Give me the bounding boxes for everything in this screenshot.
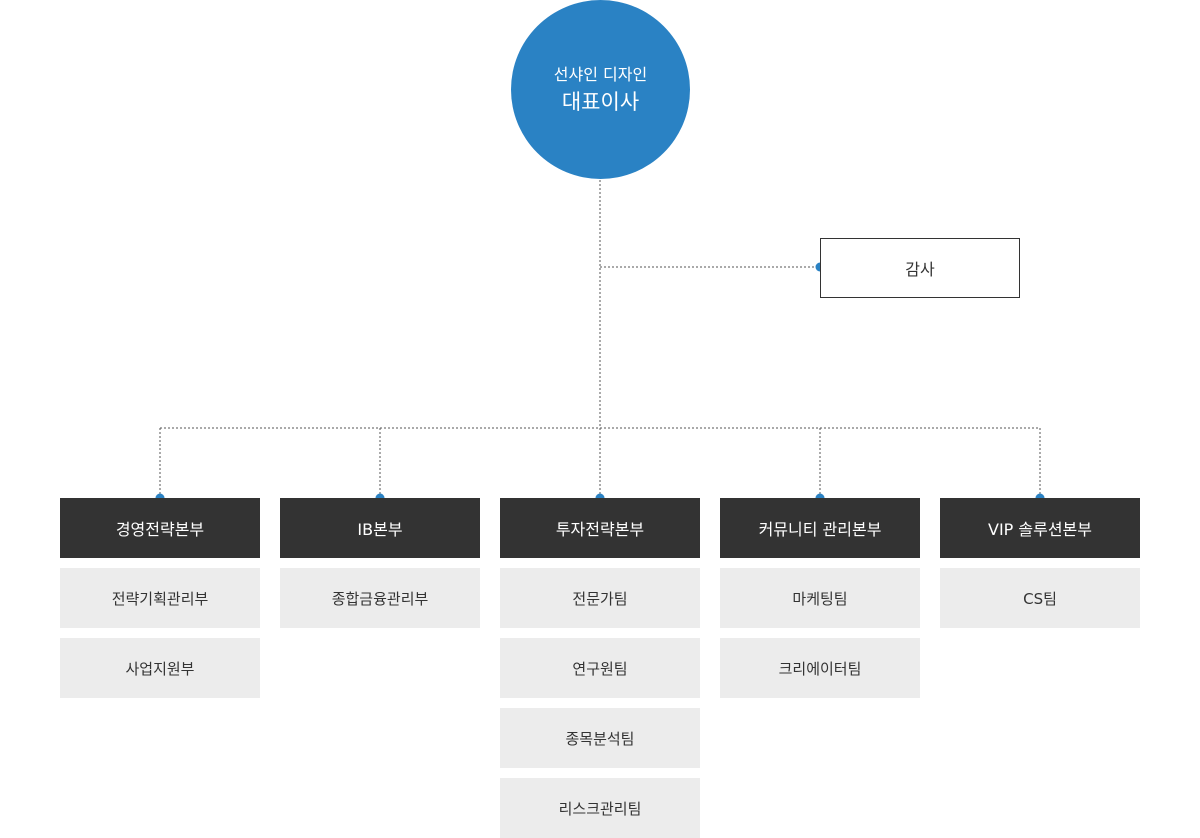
division-column: IB본부 종합금융관리부 (280, 498, 480, 628)
team-box: 리스크관리팀 (500, 778, 700, 838)
team-box: 연구원팀 (500, 638, 700, 698)
team-box: 종목분석팀 (500, 708, 700, 768)
team-name: 마케팅팀 (792, 589, 848, 608)
team-name: 전략기획관리부 (111, 589, 209, 608)
team-name: 연구원팀 (572, 659, 628, 678)
division-name: VIP 솔루션본부 (988, 520, 1092, 539)
division-column: 투자전략본부 전문가팀 연구원팀 종목분석팀 리스크관리팀 (500, 498, 700, 838)
team-box: 종합금융관리부 (280, 568, 480, 628)
division-name: 경영전략본부 (115, 520, 205, 539)
team-box: 사업지원부 (60, 638, 260, 698)
team-name: 크리에이터팀 (778, 659, 862, 678)
division-column: 경영전략본부 전략기획관리부 사업지원부 (60, 498, 260, 698)
division-header: 투자전략본부 (500, 498, 700, 558)
division-header: 경영전략본부 (60, 498, 260, 558)
division-name: 투자전략본부 (555, 520, 645, 539)
audit-node: 감사 (820, 238, 1020, 298)
team-name: 사업지원부 (125, 659, 195, 678)
team-name: 리스크관리팀 (558, 799, 642, 818)
ceo-title: 대표이사 (561, 89, 640, 114)
team-box: 전문가팀 (500, 568, 700, 628)
division-name: 커뮤니티 관리본부 (758, 520, 882, 539)
team-box: CS팀 (940, 568, 1140, 628)
team-name: 종합금융관리부 (331, 589, 429, 608)
division-column: VIP 솔루션본부 CS팀 (940, 498, 1140, 628)
team-name: CS팀 (1023, 589, 1057, 608)
audit-label: 감사 (905, 260, 935, 279)
team-name: 전문가팀 (572, 589, 628, 608)
team-box: 크리에이터팀 (720, 638, 920, 698)
team-name: 종목분석팀 (565, 729, 635, 748)
team-box: 전략기획관리부 (60, 568, 260, 628)
division-name: IB본부 (357, 520, 403, 539)
team-box: 마케팅팀 (720, 568, 920, 628)
division-header: IB본부 (280, 498, 480, 558)
company-name: 선샤인 디자인 (553, 64, 648, 84)
division-header: VIP 솔루션본부 (940, 498, 1140, 558)
division-header: 커뮤니티 관리본부 (720, 498, 920, 558)
division-column: 커뮤니티 관리본부 마케팅팀 크리에이터팀 (720, 498, 920, 698)
ceo-node: 선샤인 디자인 대표이사 (511, 0, 690, 179)
